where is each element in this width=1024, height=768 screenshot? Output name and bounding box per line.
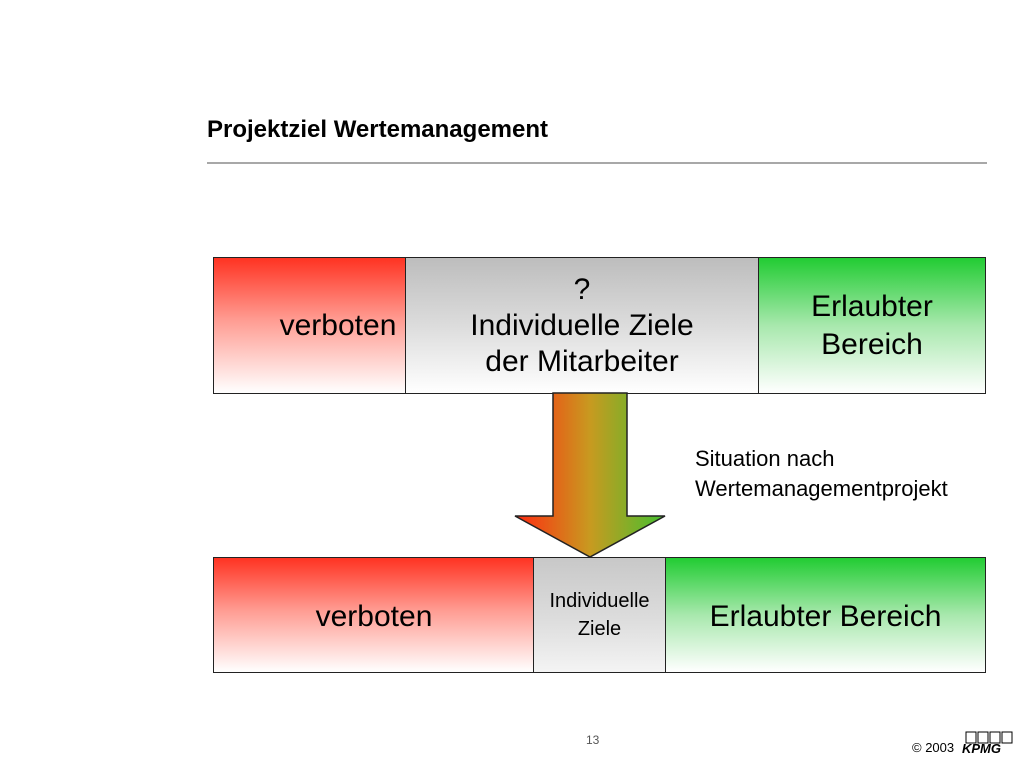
top-goals-line2: der Mitarbeiter <box>485 344 679 378</box>
slide-title: Projektziel Wertemanagement <box>207 116 549 143</box>
brand-wordmark: KPMG <box>962 741 1001 756</box>
bottom-goals-line2: Ziele <box>577 618 622 640</box>
bottom-individual-goals-zone: Individuelle Ziele <box>533 557 666 673</box>
page-number: 13 <box>586 733 600 747</box>
down-arrow <box>514 392 666 558</box>
top-allowed-zone: Erlaubter Bereich <box>758 257 986 394</box>
bottom-allowed-zone: Erlaubter Bereich <box>665 557 986 673</box>
caption-line1: Situation nach <box>695 446 835 471</box>
top-question-mark: ? <box>573 272 591 306</box>
title-divider <box>207 162 987 164</box>
caption-line2: Wertemanagementprojekt <box>695 476 948 501</box>
top-allowed-line2: Bereich <box>821 327 923 361</box>
kpmg-logo-icon <box>965 731 1013 744</box>
top-forbidden-zone: verboten <box>213 257 413 394</box>
situation-caption: Situation nach Wertemanagementprojekt <box>695 444 948 504</box>
bottom-allowed-label: Erlaubter Bereich <box>709 600 942 633</box>
top-forbidden-label: verboten <box>279 308 397 342</box>
bottom-forbidden-label: verboten <box>315 600 433 633</box>
top-goals-line1: Individuelle Ziele <box>470 308 694 342</box>
top-individual-goals-zone: ? Individuelle Ziele der Mitarbeiter <box>405 257 759 394</box>
bottom-goals-line1: Individuelle <box>549 590 650 612</box>
bottom-forbidden-zone: verboten <box>213 557 535 673</box>
copyright-notice: © 2003 <box>912 740 955 755</box>
top-allowed-line1: Erlaubter <box>811 289 933 323</box>
